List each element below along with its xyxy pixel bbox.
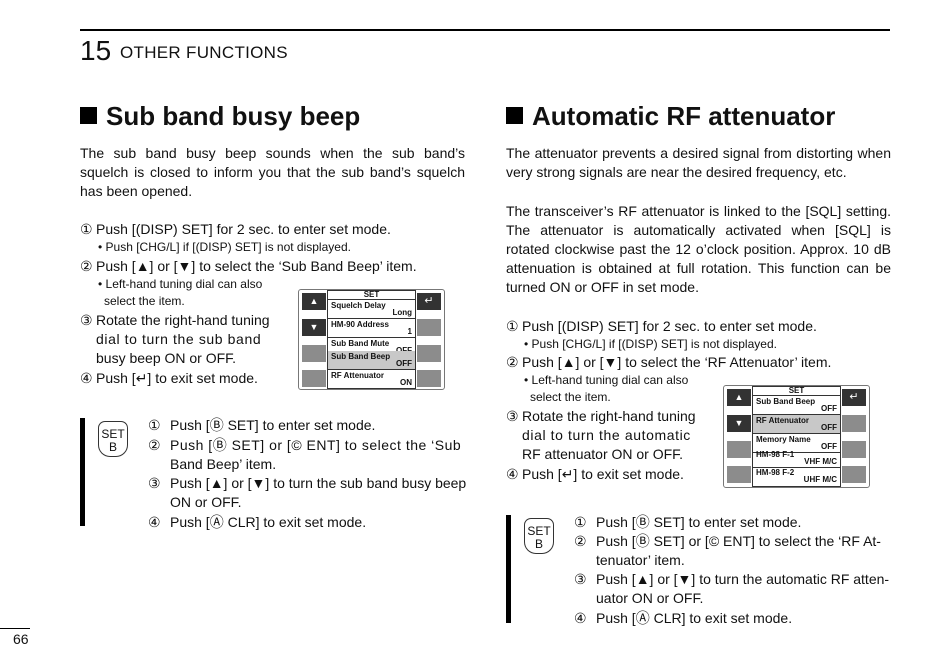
step-number: ② <box>80 258 93 274</box>
blank-button[interactable] <box>842 466 866 483</box>
step-text: busy beep ON or OFF. <box>96 350 237 366</box>
step-number: ① <box>80 221 93 237</box>
blank-button[interactable] <box>842 415 866 432</box>
step-text: Push [(DISP) SET] for 2 sec. to enter se… <box>96 221 391 237</box>
step-text: Push [(DISP) SET] for 2 sec. to enter se… <box>522 318 817 334</box>
description-paragraph: The transceiver’s RF attenuator is linke… <box>506 203 891 295</box>
step-text: Rotate the right-hand tuning <box>96 312 270 328</box>
lcd-header: SET <box>328 291 415 300</box>
note-left-dial-cont: select the item. <box>530 390 611 404</box>
page-number: 66 <box>13 631 29 647</box>
step-number: ② <box>506 354 519 370</box>
step-text: Push [↵] to exit set mode. <box>96 370 258 386</box>
step-text: RF attenuator ON or OFF. <box>522 446 684 462</box>
chapter-number: 15 <box>80 35 112 66</box>
step-text: Push [▲] or [▼] to select the ‘RF Attenu… <box>522 354 832 370</box>
note-chg-l: • Push [CHG/L] if [(DISP) SET] is not di… <box>98 240 351 254</box>
note-left-dial: • Left-hand tuning dial can also <box>98 277 263 291</box>
enter-button[interactable]: ↵ <box>417 293 441 310</box>
up-button[interactable]: ▲ <box>302 293 326 310</box>
intro-paragraph: The sub band busy beep sounds when the s… <box>80 145 465 199</box>
enter-button[interactable]: ↵ <box>842 389 866 406</box>
up-button[interactable]: ▲ <box>727 389 751 406</box>
note-left-dial: • Left-hand tuning dial can also <box>524 373 689 387</box>
blank-button[interactable] <box>417 319 441 336</box>
down-button[interactable]: ▼ <box>727 415 751 432</box>
side-bar <box>506 515 511 623</box>
step-number: ① <box>506 318 519 334</box>
intro-paragraph: The attenuator prevents a desired signal… <box>506 145 891 180</box>
step-text: dial to turn the sub band <box>96 331 262 347</box>
page-number-rule <box>0 628 30 629</box>
step-text: dial to turn the automatic <box>522 427 691 443</box>
step-text: Push [↵] to exit set mode. <box>522 466 684 482</box>
chapter-title: OTHER FUNCTIONS <box>120 43 288 62</box>
blank-button[interactable] <box>842 441 866 458</box>
section-title-sub-band-busy-beep: Sub band busy beep <box>80 101 360 131</box>
step-text: Push [▲] or [▼] to select the ‘Sub Band … <box>96 258 417 274</box>
blank-button[interactable] <box>727 441 751 458</box>
section-title-automatic-rf-attenuator: Automatic RF attenuator <box>506 101 835 131</box>
step-number: ③ <box>80 312 93 328</box>
step-number: ④ <box>506 466 519 482</box>
note-chg-l: • Push [CHG/L] if [(DISP) SET] is not di… <box>524 337 777 351</box>
section-title-text: Sub band busy beep <box>106 101 361 131</box>
header-rule <box>80 29 890 31</box>
lcd-header: SET <box>753 387 840 396</box>
step-number: ④ <box>80 370 93 386</box>
step-text: Rotate the right-hand tuning <box>522 408 696 424</box>
step-number: ③ <box>506 408 519 424</box>
blank-button[interactable] <box>727 466 751 483</box>
down-button[interactable]: ▼ <box>302 319 326 336</box>
blank-button[interactable] <box>302 345 326 362</box>
blank-button[interactable] <box>417 370 441 387</box>
square-bullet-icon <box>80 107 97 124</box>
side-bar <box>80 418 85 526</box>
note-left-dial-cont: select the item. <box>104 294 185 308</box>
blank-button[interactable] <box>302 370 326 387</box>
section-title-text: Automatic RF attenuator <box>532 101 836 131</box>
blank-button[interactable] <box>417 345 441 362</box>
square-bullet-icon <box>506 107 523 124</box>
